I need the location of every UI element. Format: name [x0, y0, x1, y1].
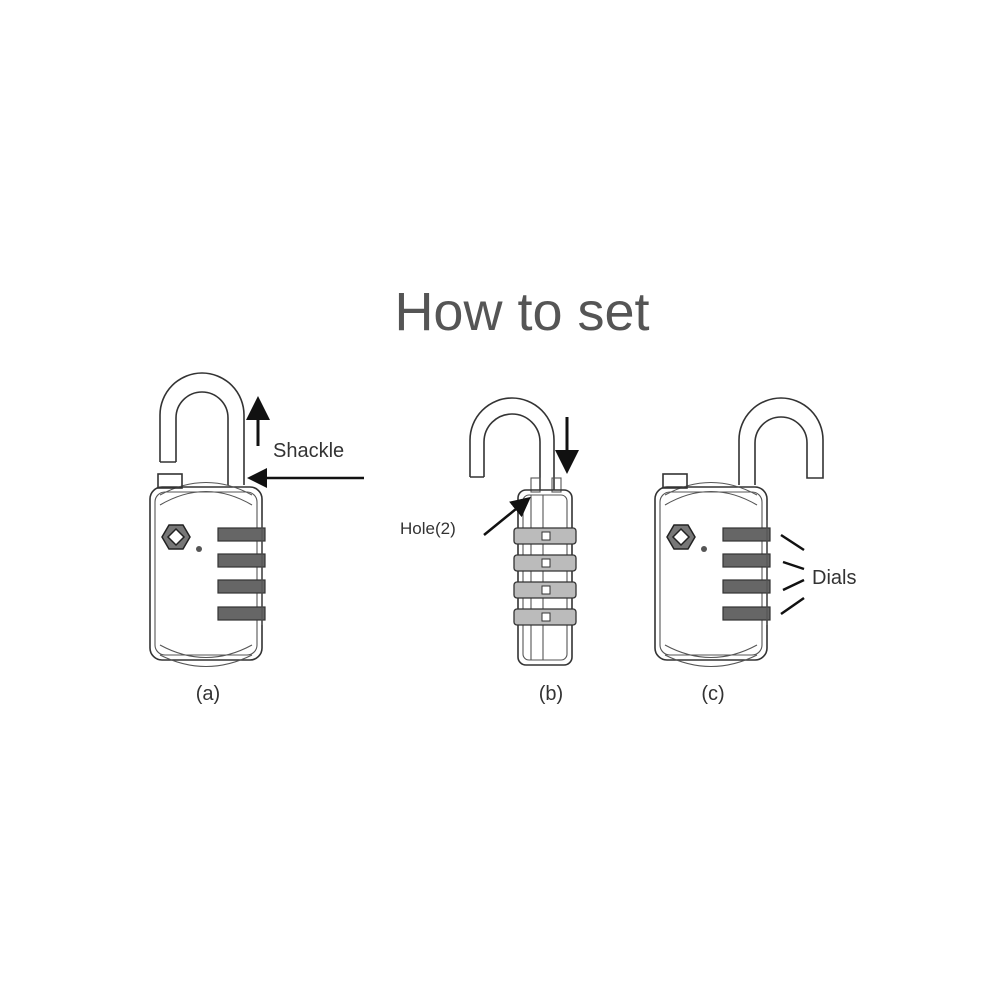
padlock-front-view-a	[149, 372, 266, 668]
hole-label: Hole(2)	[400, 519, 456, 538]
caption-a: (a)	[196, 683, 220, 705]
caption-c: (c)	[701, 683, 724, 705]
dials-pointer-lines	[780, 533, 805, 616]
caption-b: (b)	[539, 683, 563, 705]
padlock-front-view-c	[654, 397, 824, 668]
shackle-label: Shackle	[273, 440, 344, 462]
dials-label: Dials	[812, 567, 856, 589]
padlock-side-view-b	[469, 397, 577, 666]
hole-pointer-arrow-icon	[483, 496, 531, 536]
page-title: How to set	[394, 282, 649, 342]
